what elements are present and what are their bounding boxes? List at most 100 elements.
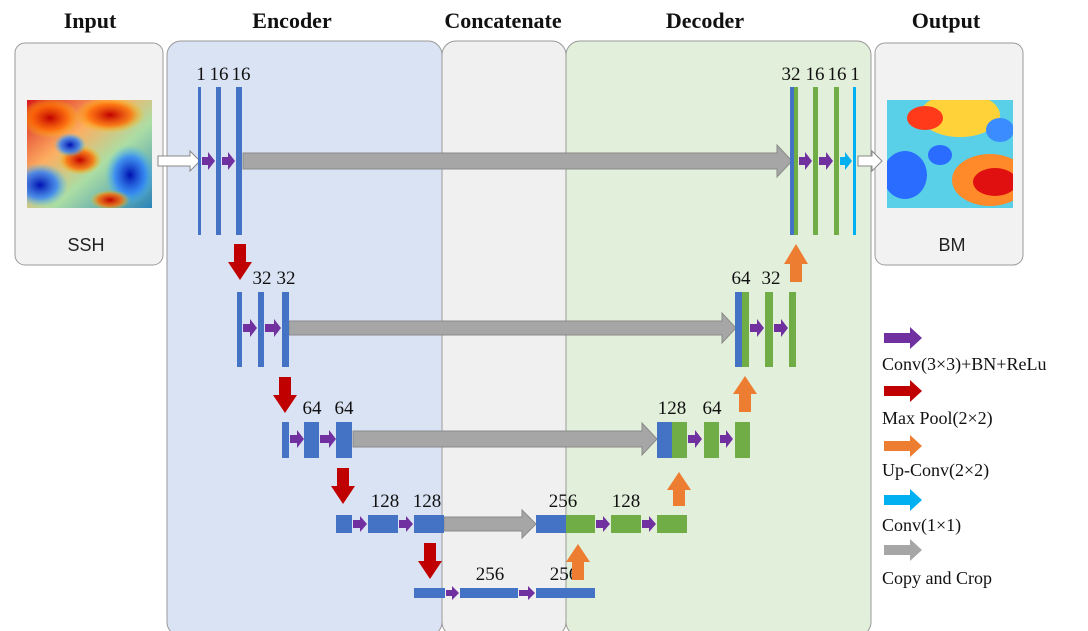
output-label: BM: [939, 235, 966, 255]
channel-label: 256: [549, 491, 578, 512]
decoder-block: [611, 515, 641, 533]
decoder-block: [672, 422, 687, 458]
orange-arrow-icon: [884, 435, 922, 457]
channel-label: 64: [703, 398, 723, 419]
conv-arrow-icon: [353, 516, 367, 532]
conv-arrow-icon: [799, 152, 812, 170]
conv-arrow-icon: [320, 430, 336, 448]
channel-label: 128: [612, 491, 641, 512]
encoder-block: [790, 87, 794, 235]
channel-label: 32: [277, 268, 296, 289]
maxpool-arrow-icon: [228, 244, 252, 280]
channel-label: 1: [196, 64, 206, 85]
encoder-block: [735, 292, 742, 367]
channel-label: 64: [732, 268, 752, 289]
channel-label: 16: [232, 64, 251, 85]
upconv-arrow-icon: [784, 244, 808, 282]
header-output: Output: [912, 8, 981, 33]
encoder-block: [282, 422, 289, 458]
encoder-block: [336, 422, 352, 458]
decoder-block: [813, 87, 818, 235]
encoder-block: [336, 515, 352, 533]
header-decoder: Decoder: [666, 8, 744, 33]
legend-label: Copy and Crop: [882, 568, 992, 588]
encoder-block: [536, 515, 566, 533]
copy-crop-arrow-icon: [242, 143, 793, 179]
legend-label: Conv(3×3)+BN+ReLu: [882, 354, 1046, 375]
conv-arrow-icon: [720, 430, 733, 448]
copy-crop-arrow-icon: [352, 421, 658, 457]
conv-arrow-icon: [819, 152, 833, 170]
concatenate-panel: [441, 40, 567, 631]
upconv-arrow-icon: [566, 544, 590, 580]
channel-label: 128: [658, 398, 687, 419]
channel-label: 32: [782, 64, 801, 85]
encoder-block: [304, 422, 319, 458]
conv-arrow-icon: [688, 430, 702, 448]
channel-label: 32: [253, 268, 272, 289]
upconv-arrow-icon: [733, 376, 757, 412]
conv-arrow-icon: [290, 430, 304, 448]
conv-arrow-icon: [222, 152, 235, 170]
encoder-block: [216, 87, 221, 235]
decoder-block: [834, 87, 839, 235]
legend-label: Max Pool(2×2): [882, 408, 993, 429]
conv-arrow-icon: [399, 516, 413, 532]
channel-label: 64: [335, 398, 355, 419]
channel-label: 128: [413, 491, 442, 512]
decoder-block: [566, 515, 595, 533]
channel-label: 256: [550, 564, 579, 585]
encoder-block: [460, 588, 518, 598]
decoder-block: [742, 292, 749, 367]
maxpool-arrow-icon: [273, 377, 297, 413]
encoder-panel: [166, 40, 443, 631]
maxpool-arrow-icon: [418, 543, 442, 579]
conv-arrow-icon: [202, 152, 215, 170]
channel-label: 1: [850, 64, 860, 85]
input-label: SSH: [67, 235, 104, 255]
output-block: [853, 87, 856, 235]
decoder-block: [794, 87, 798, 235]
conv-arrow-icon: [265, 319, 281, 337]
decoder-panel: [565, 40, 872, 631]
conv-arrow-icon: [596, 516, 610, 532]
upconv-arrow-icon: [667, 472, 691, 506]
copy-crop-arrow-icon: [443, 508, 537, 540]
header-input: Input: [64, 8, 117, 33]
encoder-block: [368, 515, 398, 533]
header-concatenate: Concatenate: [444, 8, 562, 33]
cyan-arrow-icon: [884, 489, 922, 511]
decoder-block: [657, 515, 687, 533]
legend: Conv(3×3)+BN+ReLu Max Pool(2×2) Up-Conv(…: [882, 327, 1046, 588]
decoder-block: [765, 292, 773, 367]
channel-label: 16: [828, 64, 847, 85]
output-arrow-icon: [857, 149, 883, 173]
legend-label: Conv(1×1): [882, 515, 961, 536]
bm-output-image: [887, 100, 1013, 208]
conv-arrow-icon: [243, 319, 257, 337]
channel-label: 32: [762, 268, 781, 289]
channel-label: 128: [371, 491, 400, 512]
encoder-block: [258, 292, 264, 367]
decoder-block: [704, 422, 719, 458]
copy-crop-arrow-icon: [288, 311, 737, 345]
encoder-block: [414, 515, 444, 533]
legend-label: Up-Conv(2×2): [882, 460, 989, 481]
conv-arrow-icon: [642, 516, 656, 532]
decoder-block: [789, 292, 796, 367]
encoder-block: [657, 422, 672, 458]
conv1x1-arrow-icon: [840, 152, 852, 170]
ssh-input-image: [27, 100, 152, 208]
conv-arrow-icon: [774, 319, 788, 337]
gray-arrow-icon: [884, 539, 922, 561]
channel-label: 64: [303, 398, 323, 419]
encoder-block: [198, 87, 201, 235]
conv-arrow-icon: [519, 586, 535, 600]
encoder-block: [414, 588, 445, 598]
encoder-block: [536, 588, 595, 598]
red-arrow-icon: [884, 380, 922, 402]
encoder-block: [237, 292, 242, 367]
input-arrow-icon: [157, 149, 201, 173]
header-encoder: Encoder: [252, 8, 332, 33]
